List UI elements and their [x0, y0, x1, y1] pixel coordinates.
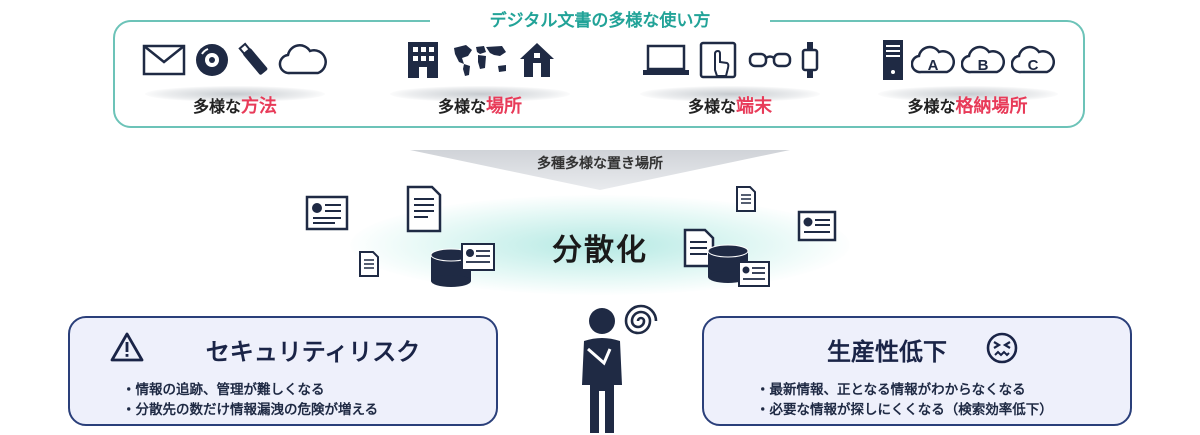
document-icon [406, 185, 442, 233]
document-icon [305, 195, 349, 231]
usb-icon [238, 42, 268, 75]
cloud-letter: B [977, 57, 988, 74]
document-icon [683, 228, 715, 268]
person-icon [582, 308, 622, 433]
tablet-touch-icon [699, 41, 737, 79]
security-risk-box: セキュリティリスク ・情報の追跡、管理が難しくなる ・分散先の数だけ情報漏洩の危… [68, 316, 498, 426]
group-prefix: 多様な [907, 97, 956, 116]
box-item: ・最新情報、正となる情報がわからなくなる [756, 382, 1026, 398]
house-icon [520, 43, 554, 77]
group-places: 多様な場所 [370, 38, 590, 122]
box-item: ・情報の追跡、管理が難しくなる [122, 382, 325, 398]
laptop-icon [643, 44, 689, 75]
cloud-letter: A [927, 57, 938, 74]
panel-title: デジタル文書の多様な使い方 [430, 8, 770, 34]
cloud-letter: C [1027, 57, 1038, 74]
cloud-c-icon: C [1010, 45, 1055, 74]
disc-icon [196, 44, 228, 76]
glasses-icon [748, 52, 792, 68]
box-title: セキュリティリスク [205, 338, 421, 366]
box-item: ・必要な情報が探しにくくなる（検索効率低下） [756, 402, 1053, 418]
funnel-label: 多種多様な置き場所 [537, 156, 663, 172]
box-item: ・分散先の数だけ情報漏洩の危険が増える [122, 402, 379, 418]
document-icon [738, 261, 770, 287]
building-icon [408, 42, 438, 78]
mail-icon [142, 44, 186, 76]
group-prefix: 多様な [687, 97, 736, 116]
group-highlight: 端末 [736, 96, 772, 117]
document-icon [359, 251, 379, 277]
productivity-box: 生産性低下 ・最新情報、正となる情報がわからなくなる ・必要な情報が探しにくくな… [702, 316, 1132, 426]
cloud-a-icon: A [910, 45, 955, 74]
group-highlight: 格納場所 [955, 96, 1028, 117]
server-icon [882, 40, 903, 80]
cloud-icon [278, 44, 327, 75]
document-icon [736, 186, 756, 212]
document-icon [461, 243, 495, 271]
group-highlight: 方法 [241, 96, 277, 117]
warning-icon [110, 332, 144, 362]
center-title: 分散化 [552, 233, 648, 268]
box-title: 生産性低下 [827, 338, 947, 366]
cloud-b-icon: B [960, 45, 1005, 74]
frustrated-face-icon [986, 332, 1018, 364]
group-methods: 多様な方法 [125, 38, 345, 122]
document-icon [797, 210, 837, 242]
world-map-icon [454, 45, 506, 76]
confused-swirl-icon [624, 304, 658, 335]
group-prefix: 多様な [437, 97, 486, 116]
group-prefix: 多様な [192, 97, 241, 116]
group-highlight: 場所 [486, 96, 522, 117]
smartwatch-icon [801, 42, 819, 78]
group-storage: A B C 多様な格納場所 [860, 38, 1075, 122]
group-devices: 多様な端末 [615, 38, 845, 122]
